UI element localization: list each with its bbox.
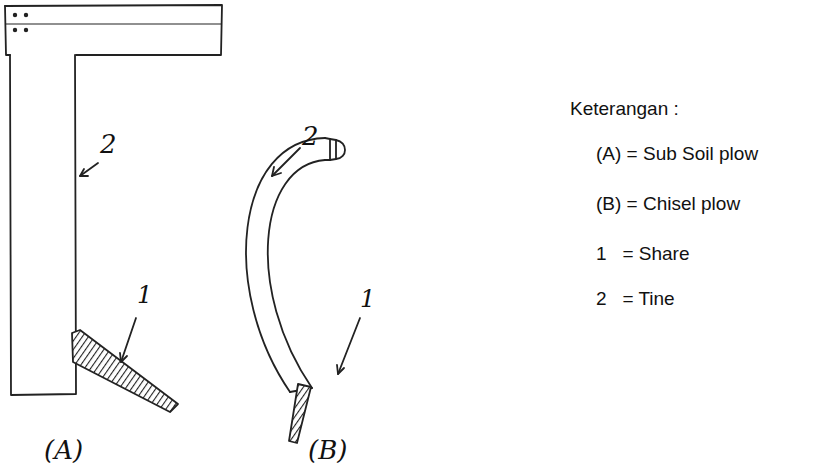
figure-label: (A) — [44, 436, 83, 466]
legend-line: (A) = Sub Soil plow — [596, 143, 758, 165]
beam — [5, 5, 222, 55]
callout-number: 2 — [302, 122, 319, 152]
legend-line: 1 = Share — [596, 243, 689, 265]
legend-line: (B) = Chisel plow — [596, 193, 740, 215]
beam-end — [5, 6, 10, 55]
figure-label: (B) — [308, 436, 347, 466]
callout-number: 1 — [360, 286, 375, 314]
legend-line: 2 = Tine — [596, 288, 675, 310]
chisel-share — [289, 384, 311, 443]
legend-heading: Keterangan : — [570, 98, 679, 120]
subsoil-tine — [10, 55, 76, 395]
subsoil-share — [72, 330, 178, 412]
callout-number: 1 — [137, 282, 152, 310]
chisel-tine — [246, 138, 325, 392]
callout-number: 2 — [100, 130, 117, 160]
